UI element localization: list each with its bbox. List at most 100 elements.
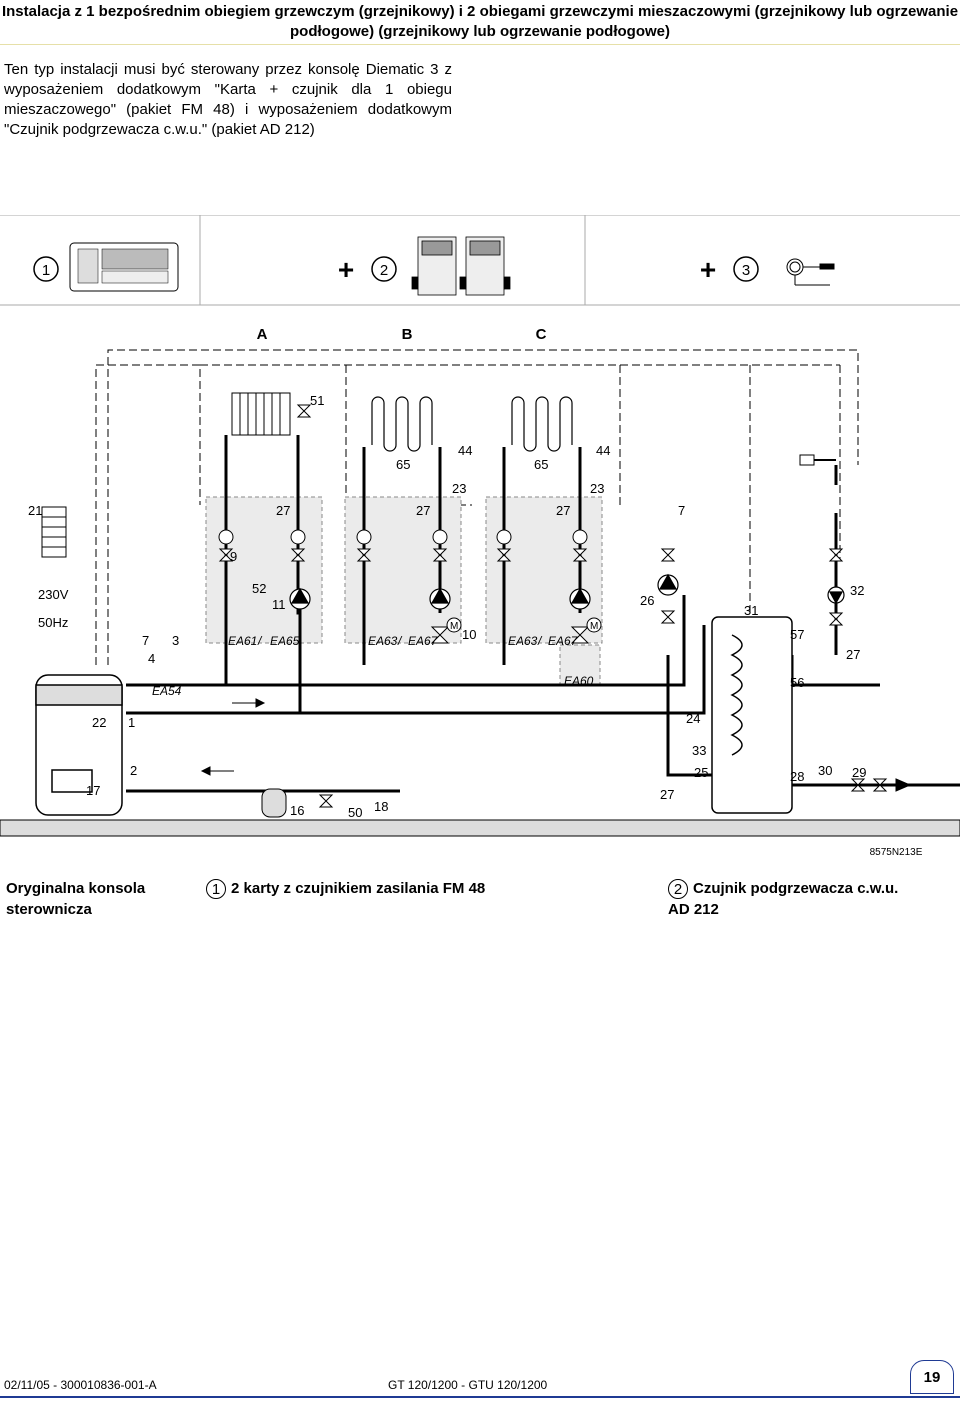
diagram-code: 8575N213E: [870, 847, 923, 858]
label-27-e: 27: [660, 787, 674, 802]
label-18: 18: [374, 799, 388, 814]
callout-1-label: 1: [42, 262, 50, 279]
legend-fm48-text: 2 karty z czujnikiem zasilania FM 48: [231, 880, 486, 897]
label-23-b: 23: [452, 481, 466, 496]
label-21: 21: [28, 503, 42, 518]
label-26: 26: [640, 593, 654, 608]
circuit-a-label: A: [257, 326, 268, 343]
label-22: 22: [92, 715, 106, 730]
label-27-b: 27: [416, 503, 430, 518]
label-44-c: 44: [596, 443, 610, 458]
label-ea63-c: EA63: [508, 634, 538, 648]
label-17: 17: [86, 783, 100, 798]
label-27-d: 27: [846, 647, 860, 662]
label-slash-c: /: [537, 634, 543, 648]
sensor-cable-icon: [786, 258, 835, 286]
legend-console-text: Oryginalna konsola sterownicza: [6, 880, 146, 918]
motor-label-c: M: [590, 621, 598, 632]
label-23-c: 23: [590, 481, 604, 496]
chimney-icon: [41, 506, 67, 558]
label-9: 9: [230, 549, 237, 564]
label-10: 10: [462, 627, 476, 642]
callout-3-icon: [733, 256, 759, 282]
legend-ad212-text: Czujnik podgrzewacza c.w.u.: [693, 880, 899, 897]
motor-label-b: M: [450, 621, 458, 632]
label-50: 50: [348, 805, 362, 820]
control-console-icon: [69, 242, 179, 292]
plus-sign-1: +: [338, 254, 354, 285]
label-27-a: 27: [276, 503, 290, 518]
label-ea63-b: EA63: [368, 634, 398, 648]
label-51: 51: [310, 393, 324, 408]
floor-line: [0, 819, 960, 837]
legend-ad212: 2 Czujnik podgrzewacza c.w.u. AD 212: [668, 878, 928, 920]
circuit-b-label: B: [402, 326, 413, 343]
flow-arrows: [200, 698, 912, 792]
radiator-icon: [231, 392, 291, 436]
label-ea60: EA60: [564, 674, 594, 688]
legend-callout-1: 1: [206, 879, 226, 900]
callout-3-label: 3: [742, 262, 750, 279]
label-44-b: 44: [458, 443, 472, 458]
component-boxes: [0, 215, 960, 306]
label-28: 28: [790, 769, 804, 784]
label-24: 24: [686, 711, 700, 726]
label-31: 31: [744, 603, 758, 618]
footer-doc-ref: 02/11/05 - 300010836-001-A: [4, 1378, 157, 1392]
expansion-vessel-icon: [261, 788, 287, 818]
pumps: [289, 573, 845, 610]
callout-1-icon: [33, 256, 59, 282]
thermometers: [218, 529, 588, 545]
label-3: 3: [172, 633, 179, 648]
label-2: 2: [130, 763, 137, 778]
legend-console: Oryginalna konsola sterownicza: [6, 878, 146, 920]
label-50hz: 50Hz: [38, 615, 68, 630]
label-30: 30: [818, 763, 832, 778]
title-divider: [0, 44, 960, 45]
label-29: 29: [852, 765, 866, 780]
label-7-b: 7: [142, 633, 149, 648]
label-25: 25: [694, 765, 708, 780]
legend-ad212-code: AD 212: [668, 901, 719, 919]
label-65-c: 65: [534, 457, 548, 472]
label-32: 32: [850, 583, 864, 598]
page-title: Instalacja z 1 bezpośrednim obiegiem grz…: [1, 3, 959, 40]
legend-callout-2: 2: [668, 879, 688, 900]
callout-2-label: 2: [380, 262, 388, 279]
label-11: 11: [272, 597, 286, 612]
label-65-b: 65: [396, 457, 410, 472]
shut-off-valves: [218, 404, 888, 808]
label-57: 57: [790, 627, 804, 642]
boiler-icon: [35, 674, 123, 816]
label-56: 56: [790, 675, 804, 690]
label-4: 4: [148, 651, 155, 666]
label-230v: 230V: [38, 587, 69, 602]
fm48-cards-icon: [411, 236, 511, 296]
label-ea67-b: EA67: [408, 634, 439, 648]
hydraulic-diagram: 1 + 2 + 3 A B C: [0, 215, 960, 858]
label-ea54: EA54: [152, 684, 182, 698]
mixing-valves: [430, 617, 602, 644]
intro-paragraph: Ten typ instalacji musi być sterowany pr…: [4, 61, 452, 138]
page-number: 19: [910, 1360, 954, 1394]
dhw-tank-icon: [711, 616, 793, 814]
label-7: 7: [678, 503, 685, 518]
label-ea65: EA65: [270, 634, 300, 648]
underfloor-loop-b: [371, 396, 433, 452]
label-33: 33: [692, 743, 706, 758]
hot-water-tap-icon: [799, 454, 836, 466]
label-16: 16: [290, 803, 304, 818]
underfloor-loop-c: [511, 396, 573, 452]
label-ea67-c: EA67: [548, 634, 579, 648]
footer-product: GT 120/1200 - GTU 120/1200: [388, 1378, 548, 1392]
footer-divider: [0, 1396, 960, 1398]
label-ea61: EA61: [228, 634, 257, 648]
plus-sign-2: +: [700, 254, 716, 285]
label-1: 1: [128, 715, 135, 730]
legend-fm48: 1 2 karty z czujnikiem zasilania FM 48: [206, 878, 506, 900]
label-slash-a: /: [257, 634, 263, 648]
label-27-c: 27: [556, 503, 570, 518]
label-52: 52: [252, 581, 266, 596]
label-slash-b: /: [397, 634, 403, 648]
callout-2-icon: [371, 256, 397, 282]
